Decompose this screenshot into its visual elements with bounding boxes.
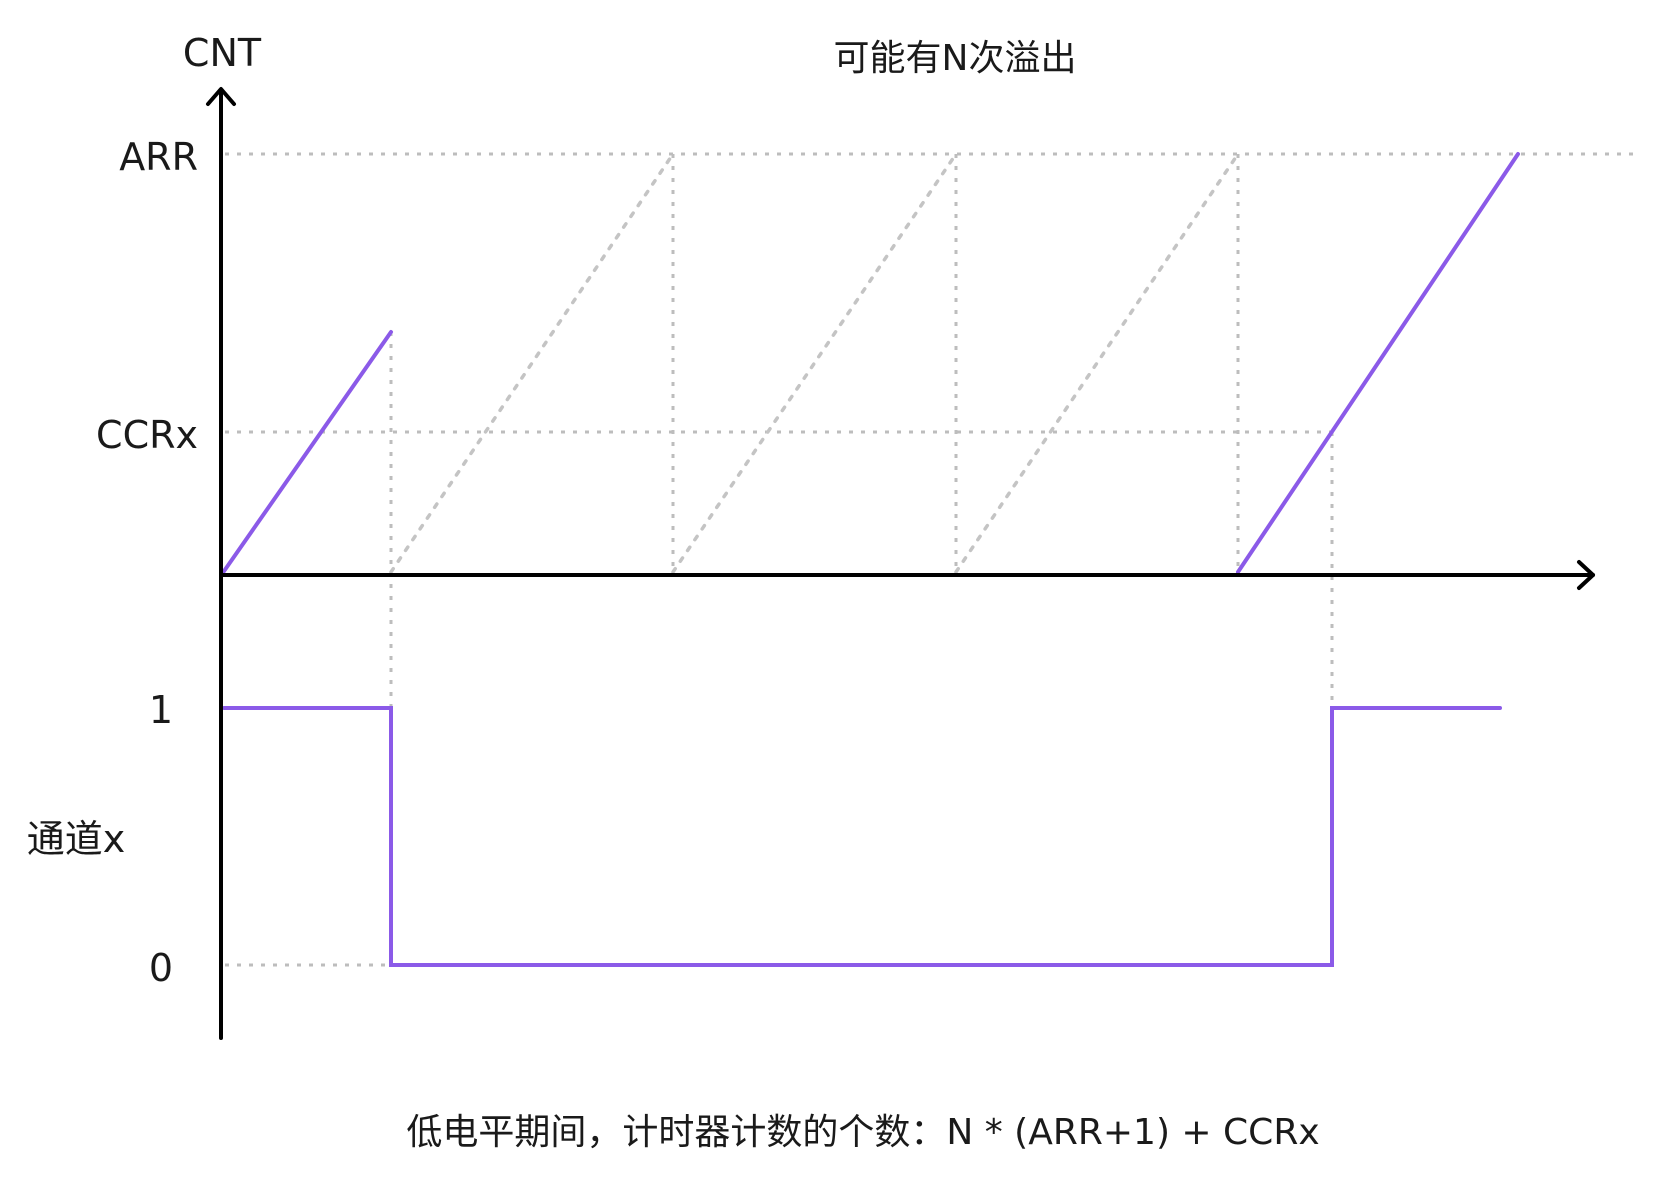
low-level-label: 0 <box>149 946 173 990</box>
y-axis-arrowhead <box>206 87 236 106</box>
arr-label: ARR <box>119 135 198 179</box>
channel-signal <box>222 706 1502 967</box>
diagram-title: 可能有N次溢出 <box>834 38 1077 79</box>
y-axis-label: CNT <box>183 31 262 75</box>
overflow-ramp-3 <box>954 152 1240 574</box>
overflow-ramp-1 <box>389 152 675 574</box>
overflow-ramp-2 <box>671 152 958 574</box>
caption: 低电平期间，计时器计数的个数：N * (ARR+1) + CCRx <box>406 1112 1319 1153</box>
x-axis-arrowhead <box>1577 560 1595 590</box>
high-level-label: 1 <box>149 688 173 732</box>
counter-ramp-end <box>1236 152 1520 574</box>
counter-ramp-start <box>220 330 393 576</box>
ccrx-label: CCRx <box>96 413 198 457</box>
channel-label: 通道x <box>27 817 126 861</box>
